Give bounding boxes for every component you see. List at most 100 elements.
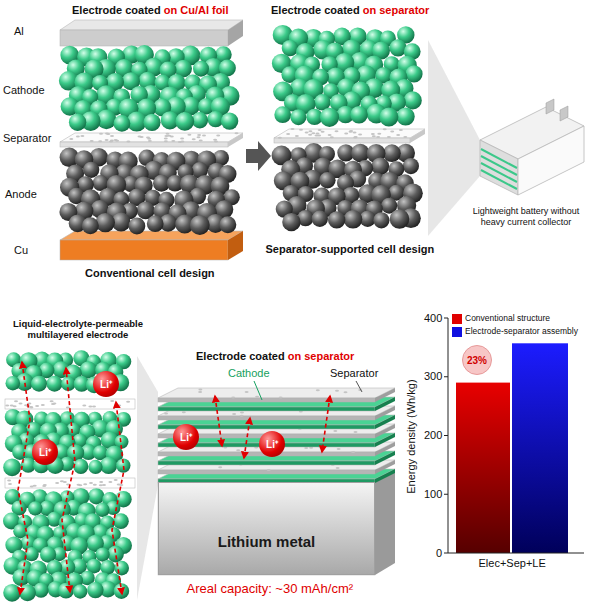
bar xyxy=(456,383,510,553)
pore xyxy=(349,130,353,132)
tick xyxy=(444,435,448,436)
plate-front xyxy=(158,482,375,575)
pore xyxy=(80,135,84,137)
li-path-arrow xyxy=(322,396,330,452)
particle xyxy=(190,215,210,235)
particle xyxy=(405,65,422,82)
label-text: 100 xyxy=(424,488,442,500)
pouch-right xyxy=(518,126,584,195)
pore xyxy=(372,135,376,137)
label-group: Electrode coatedon Cu/Al foil xyxy=(72,4,228,17)
legend-swatch xyxy=(452,314,462,324)
particle xyxy=(192,112,208,128)
label-text: 200 xyxy=(424,429,442,441)
lithium-ion: Li⁺ xyxy=(173,424,199,450)
label-text: Energy density (Wh/kg) xyxy=(405,379,417,493)
pore xyxy=(77,484,81,486)
particle xyxy=(96,548,110,562)
pouch-left xyxy=(480,140,518,195)
label-group: 300 xyxy=(424,370,442,383)
cathode-particles xyxy=(272,25,423,127)
pore xyxy=(60,480,64,482)
particle xyxy=(83,162,99,178)
label-text: Li⁺ xyxy=(266,437,278,451)
pore xyxy=(110,135,114,137)
zoom-cone xyxy=(137,356,158,600)
pore xyxy=(213,139,217,141)
label-group: Separator xyxy=(3,132,51,145)
pore xyxy=(390,131,394,133)
pore xyxy=(218,466,222,468)
label-group: Al xyxy=(14,25,24,38)
particle xyxy=(282,213,300,231)
label-text: Conventional cell design xyxy=(85,267,215,279)
pore xyxy=(316,133,320,135)
pore xyxy=(214,140,218,142)
particle xyxy=(147,215,164,232)
plate-top xyxy=(158,397,395,407)
particle xyxy=(129,218,146,235)
pore xyxy=(192,138,196,140)
pore xyxy=(197,136,201,138)
label-text: Conventional structure xyxy=(465,313,550,323)
label-text: Li⁺ xyxy=(39,445,51,459)
particle xyxy=(320,108,339,127)
label-group: Cu xyxy=(14,244,28,257)
separator-layer xyxy=(158,388,395,402)
pore xyxy=(349,131,353,133)
li-path-arrow xyxy=(215,396,222,446)
label-text: 23% xyxy=(467,355,487,366)
pore xyxy=(376,136,380,138)
label-group: 0 xyxy=(436,547,442,560)
pore xyxy=(98,140,102,142)
legend: Conventional structureElectrode-separato… xyxy=(452,312,578,338)
pore xyxy=(330,136,334,138)
pore xyxy=(164,140,168,142)
cathode-layer xyxy=(158,469,395,483)
label-group: 200 xyxy=(424,429,442,442)
plate-side xyxy=(228,231,243,260)
particle xyxy=(403,158,419,174)
pore xyxy=(286,133,290,135)
lithium-ion: Li⁺ xyxy=(259,431,285,457)
pore xyxy=(344,132,348,134)
label-text: Electrode coated xyxy=(271,4,360,16)
plate-front xyxy=(158,407,375,411)
label-text: on Cu/Al foil xyxy=(164,4,229,16)
plate-side xyxy=(375,470,395,575)
particle xyxy=(290,109,306,125)
pore xyxy=(316,389,320,391)
plate-front xyxy=(158,398,375,402)
pore xyxy=(333,430,337,432)
zoom-cone xyxy=(428,40,480,236)
pore xyxy=(308,134,312,136)
particle xyxy=(274,106,291,123)
pore xyxy=(315,135,319,137)
particle xyxy=(107,546,124,563)
li-path-arrow xyxy=(112,402,124,594)
plate-side xyxy=(375,388,395,402)
particle xyxy=(390,209,410,229)
label-group: Electrode coatedon separator xyxy=(271,4,429,17)
pore xyxy=(318,129,322,131)
separator xyxy=(274,128,425,143)
particle xyxy=(114,115,131,132)
label-group: 400 xyxy=(424,312,442,325)
pore xyxy=(291,128,295,130)
plate-side xyxy=(410,129,425,143)
plate-front xyxy=(158,416,375,420)
pore xyxy=(232,413,236,415)
particle xyxy=(371,157,389,175)
cu-foil xyxy=(60,231,243,260)
pore xyxy=(308,130,312,132)
pore xyxy=(82,404,86,406)
particle xyxy=(312,211,328,227)
pore xyxy=(358,133,362,135)
pore xyxy=(99,481,103,483)
electrode-layer xyxy=(481,170,517,189)
battery-pouch xyxy=(480,99,584,195)
pore xyxy=(278,137,282,139)
lithium-ion: Li⁺ xyxy=(32,439,58,465)
label-group: Conventional cell design xyxy=(85,267,215,280)
